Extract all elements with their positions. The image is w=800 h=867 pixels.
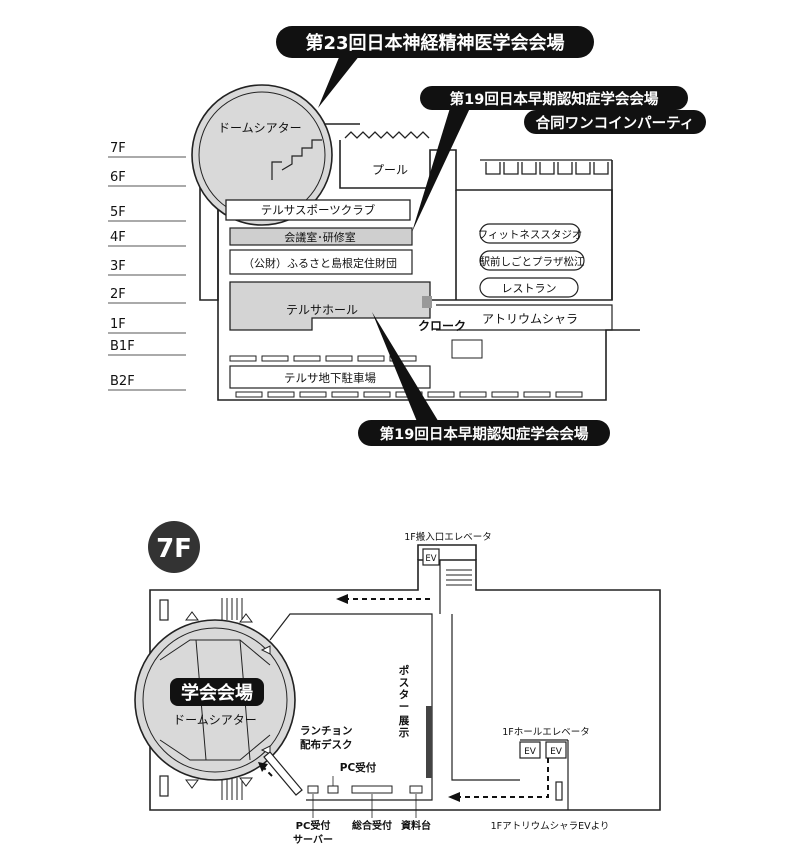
floor-label-b1f: B1F bbox=[110, 339, 135, 354]
room-hall: テルサホール bbox=[286, 303, 358, 317]
room-parking: テルサ地下駐車場 bbox=[284, 371, 376, 385]
svg-text:ス: ス bbox=[399, 677, 410, 689]
atrium-ev-note: 1FアトリウムシャラEVより bbox=[491, 821, 610, 832]
svg-text:展: 展 bbox=[399, 715, 410, 727]
pc-server-line1: PC受付 bbox=[296, 819, 331, 832]
room-foundation-box bbox=[229, 249, 413, 275]
venue-label: 学会会場 bbox=[181, 682, 253, 704]
floor-label-b2f: B2F bbox=[110, 374, 135, 389]
room-ekimae: 駅前しごとプラザ松江 bbox=[480, 255, 585, 268]
poster-label: ポ ス タ ー 展 示 bbox=[399, 664, 410, 739]
room-atrium: アトリウムシャラ bbox=[482, 312, 578, 326]
ev-hall-1: EV bbox=[524, 747, 537, 757]
callout-right-line2: 合同ワンコインパーティ bbox=[535, 114, 695, 132]
room-restaurant: レストラン bbox=[502, 282, 557, 295]
svg-text:ー: ー bbox=[399, 701, 410, 713]
room-meeting-box bbox=[229, 227, 413, 246]
room-pool: プール bbox=[372, 163, 408, 177]
floor-label-2f: 2F bbox=[110, 287, 126, 302]
floor-badge-7f: 7F bbox=[148, 521, 200, 573]
callout-bottom-text: 第19回日本早期認知症学会会場 bbox=[380, 425, 589, 443]
callout-right: 第19回日本早期認知症学会会場 合同ワンコインパーティ bbox=[412, 86, 706, 232]
dome-theater-shape bbox=[191, 84, 333, 226]
poster-board bbox=[426, 706, 432, 778]
floor-label-5f: 5F bbox=[110, 205, 126, 220]
svg-text:タ: タ bbox=[399, 689, 410, 701]
room-sports-club: テルサスポーツクラブ bbox=[261, 203, 376, 217]
materials-label: 資料台 bbox=[401, 819, 431, 832]
hall-elevator-label: 1Fホールエレベータ bbox=[502, 727, 590, 738]
general-reception-label: 総合受付 bbox=[352, 819, 392, 832]
room-cloak: クローク bbox=[418, 319, 466, 333]
pc-reception-label: PC受付 bbox=[340, 761, 377, 774]
floor-plan-7f: 7F bbox=[134, 521, 661, 846]
floor-label-4f: 4F bbox=[110, 230, 126, 245]
ev-freight: EV bbox=[425, 554, 436, 564]
room-fitness: フィットネススタジオ bbox=[478, 229, 583, 241]
room-meeting: 会議室･研修室 bbox=[284, 230, 356, 244]
section-view: 7F 6F 5F 4F 3F 2F 1F B1F B2F ドームシアター bbox=[108, 26, 706, 446]
floor-label-1f: 1F bbox=[110, 317, 126, 332]
lunch-desk-line1: ランチョン bbox=[300, 725, 353, 737]
floor-label-7f: 7F bbox=[110, 141, 126, 156]
pc-server-line2: サーバー bbox=[293, 834, 333, 846]
room-foundation: （公財）ふるさと島根定住財団 bbox=[243, 256, 397, 270]
freight-elevator-label: 1F搬入口エレベータ bbox=[404, 531, 492, 543]
floor-label-3f: 3F bbox=[110, 259, 126, 274]
room-sports-club-box bbox=[225, 199, 411, 221]
svg-text:示: 示 bbox=[399, 727, 410, 739]
callout-top: 第23回日本神経精神医学会会場 bbox=[276, 26, 594, 108]
ev-hall-2: EV bbox=[550, 747, 563, 757]
room-dome: ドームシアター bbox=[218, 121, 302, 135]
floor-dome-label: ドームシアター bbox=[173, 713, 257, 727]
building-outline bbox=[199, 123, 640, 401]
floor-badge-text: 7F bbox=[156, 534, 192, 564]
callout-bottom: 第19回日本早期認知症学会会場 bbox=[358, 312, 610, 446]
room-hall-box bbox=[229, 281, 431, 331]
venue-label-box bbox=[170, 678, 264, 706]
callout-right-line1: 第19回日本早期認知症学会会場 bbox=[450, 90, 659, 108]
floor-label-6f: 6F bbox=[110, 170, 126, 185]
lunch-desk-line2: 配布デスク bbox=[300, 738, 353, 751]
callout-top-text: 第23回日本神経精神医学会会場 bbox=[305, 32, 564, 54]
svg-text:ポ: ポ bbox=[399, 664, 410, 677]
